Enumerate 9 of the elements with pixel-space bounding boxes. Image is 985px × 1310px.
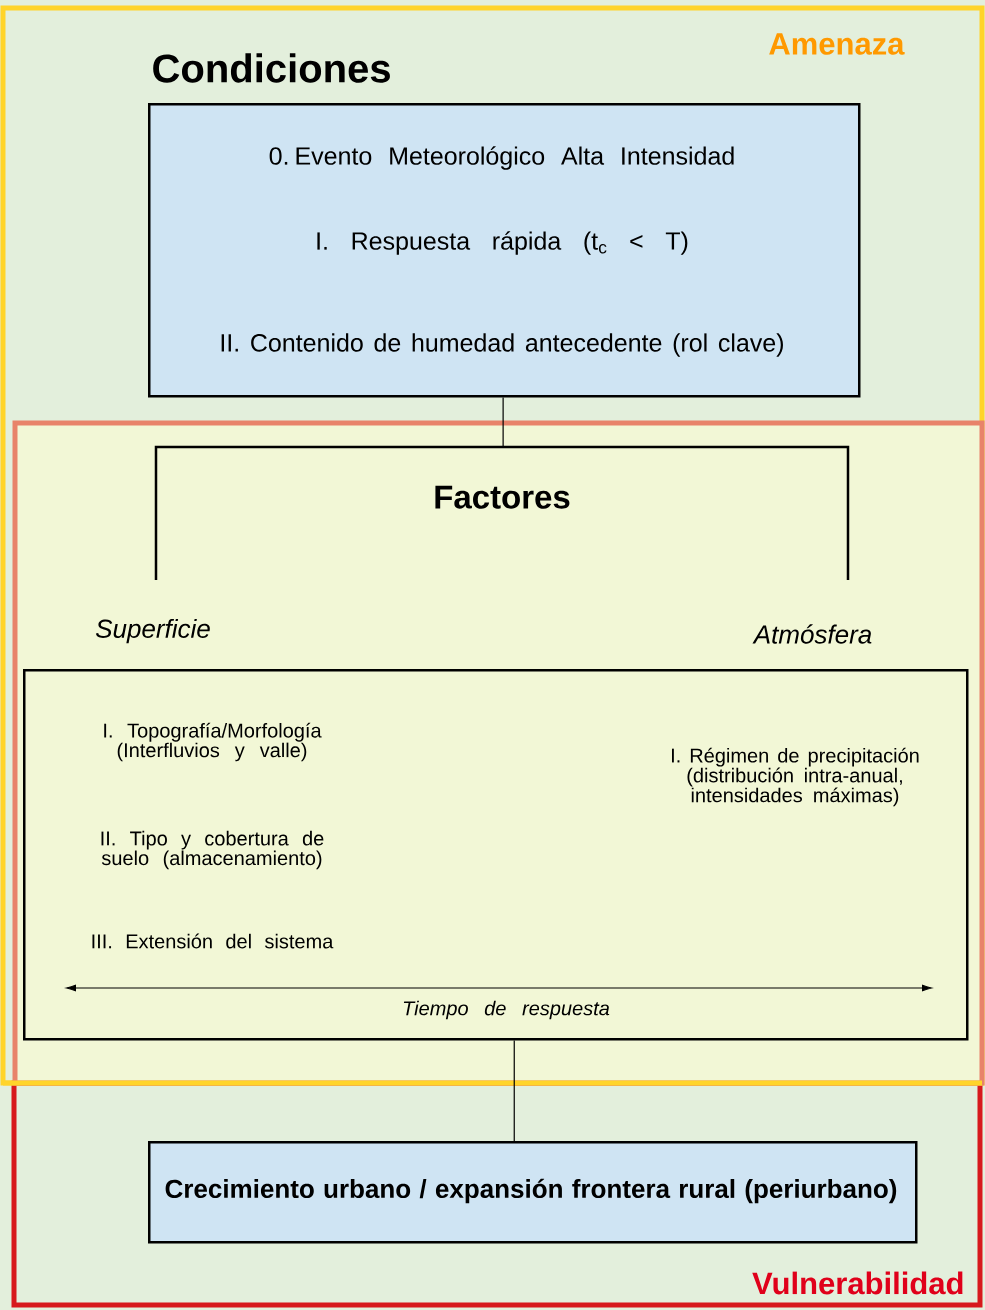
side-label: Superficie: [95, 618, 210, 644]
connector-line: [513, 1039, 515, 1142]
connector-line: [502, 396, 504, 448]
bracket: Factores: [154, 445, 850, 580]
side-label: Atmósfera: [752, 624, 872, 644]
node-label: Condiciones: [153, 53, 390, 83]
factor-panel: [12, 420, 985, 1086]
vulnerability-box: Crecimiento urbano / expansión frontera rural (periurbano): [148, 1141, 918, 1244]
factor-box: I. Topografía/Morfología (Interfluvios y valle) II. Tipo y cobertura de suelo (almacenamiento) III. Extensión del sistema I. Régimen de precipitación (distribución intra-anual, intensidades máximas) Tiempo de respuesta: [23, 669, 969, 1041]
